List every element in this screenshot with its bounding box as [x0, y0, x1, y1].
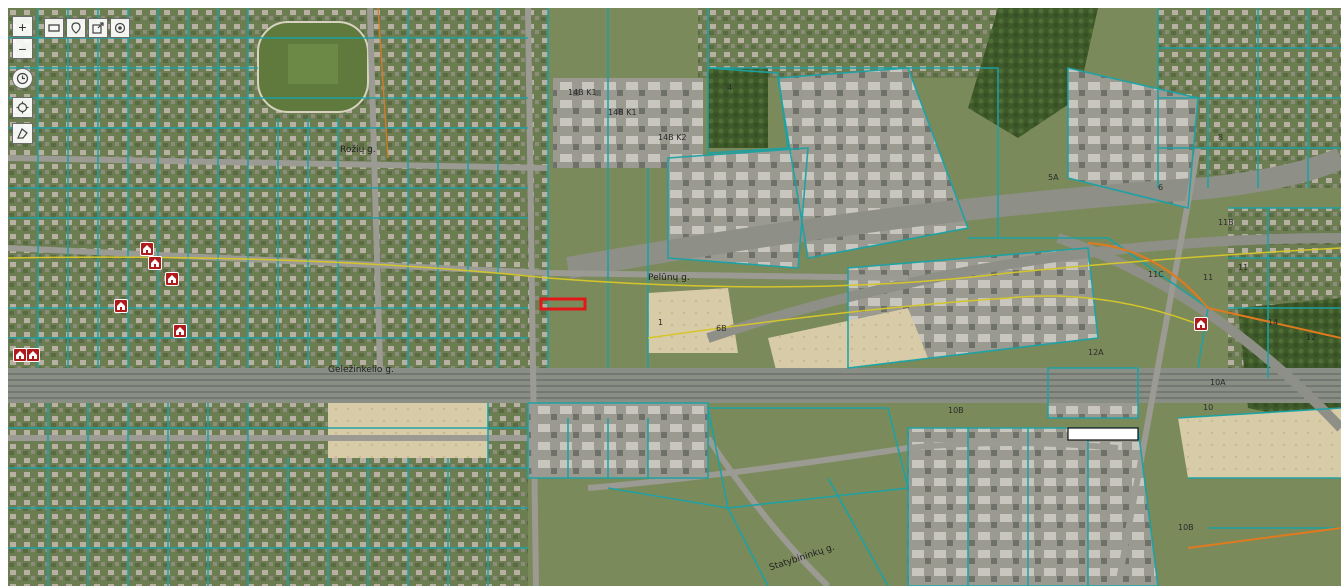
residential-area-north-east	[698, 8, 998, 78]
empty-lot	[328, 396, 488, 458]
construction-drawing	[1067, 427, 1139, 441]
parcel-boundaries	[8, 8, 1341, 586]
map-canvas	[8, 8, 1341, 586]
railway-tracks	[8, 373, 1341, 399]
house-marker-icon[interactable]	[140, 242, 154, 256]
crosshair-icon[interactable]	[12, 97, 33, 118]
street-label-roziu: Rožių g.	[340, 145, 376, 155]
house-marker-icon[interactable]	[1194, 317, 1208, 331]
greenhouse-complex	[553, 78, 703, 168]
zoom-in-button[interactable]: +	[12, 16, 33, 37]
industrial-zone	[528, 403, 708, 478]
top-strip	[0, 0, 1341, 8]
house-marker-icon[interactable]	[26, 348, 40, 362]
utility-line-orange	[377, 8, 389, 159]
house-marker-icon[interactable]	[114, 299, 128, 313]
street-label-gelezinkelio: Geležinkelio g.	[328, 365, 394, 375]
house-marker-icon[interactable]	[173, 324, 187, 338]
zoom-out-button[interactable]: −	[12, 38, 33, 59]
forest-patch	[708, 68, 768, 148]
utility-line-yellow	[8, 247, 1341, 288]
marker-icon[interactable]	[66, 18, 86, 38]
house-marker-icon[interactable]	[148, 256, 162, 270]
layers-icon[interactable]	[44, 18, 64, 38]
railway-curve	[1056, 233, 1341, 432]
selected-parcel-highlight	[539, 297, 587, 311]
industrial-zone	[908, 428, 1158, 586]
empty-lot	[1178, 408, 1341, 478]
utility-line-yellow	[647, 295, 1209, 339]
map-view[interactable]: Rožių g. Geležinkelio g. Pelūnų g. Staty…	[8, 8, 1341, 586]
history-icon[interactable]	[12, 68, 33, 89]
forest-patch	[968, 8, 1098, 138]
railway-curve	[566, 147, 1341, 279]
location-icon[interactable]	[110, 18, 130, 38]
house-marker-icon[interactable]	[13, 348, 27, 362]
sports-field-inner	[288, 44, 338, 84]
export-icon[interactable]	[88, 18, 108, 38]
railway-curve	[706, 233, 1341, 343]
utility-line-orange	[1087, 242, 1341, 339]
empty-lot	[648, 288, 738, 353]
street-label-pelunu: Pelūnų g.	[648, 273, 690, 283]
house-marker-icon[interactable]	[165, 272, 179, 286]
industrial-zone	[1068, 68, 1198, 208]
utility-line-orange	[1187, 527, 1341, 549]
measure-icon[interactable]	[12, 123, 33, 144]
